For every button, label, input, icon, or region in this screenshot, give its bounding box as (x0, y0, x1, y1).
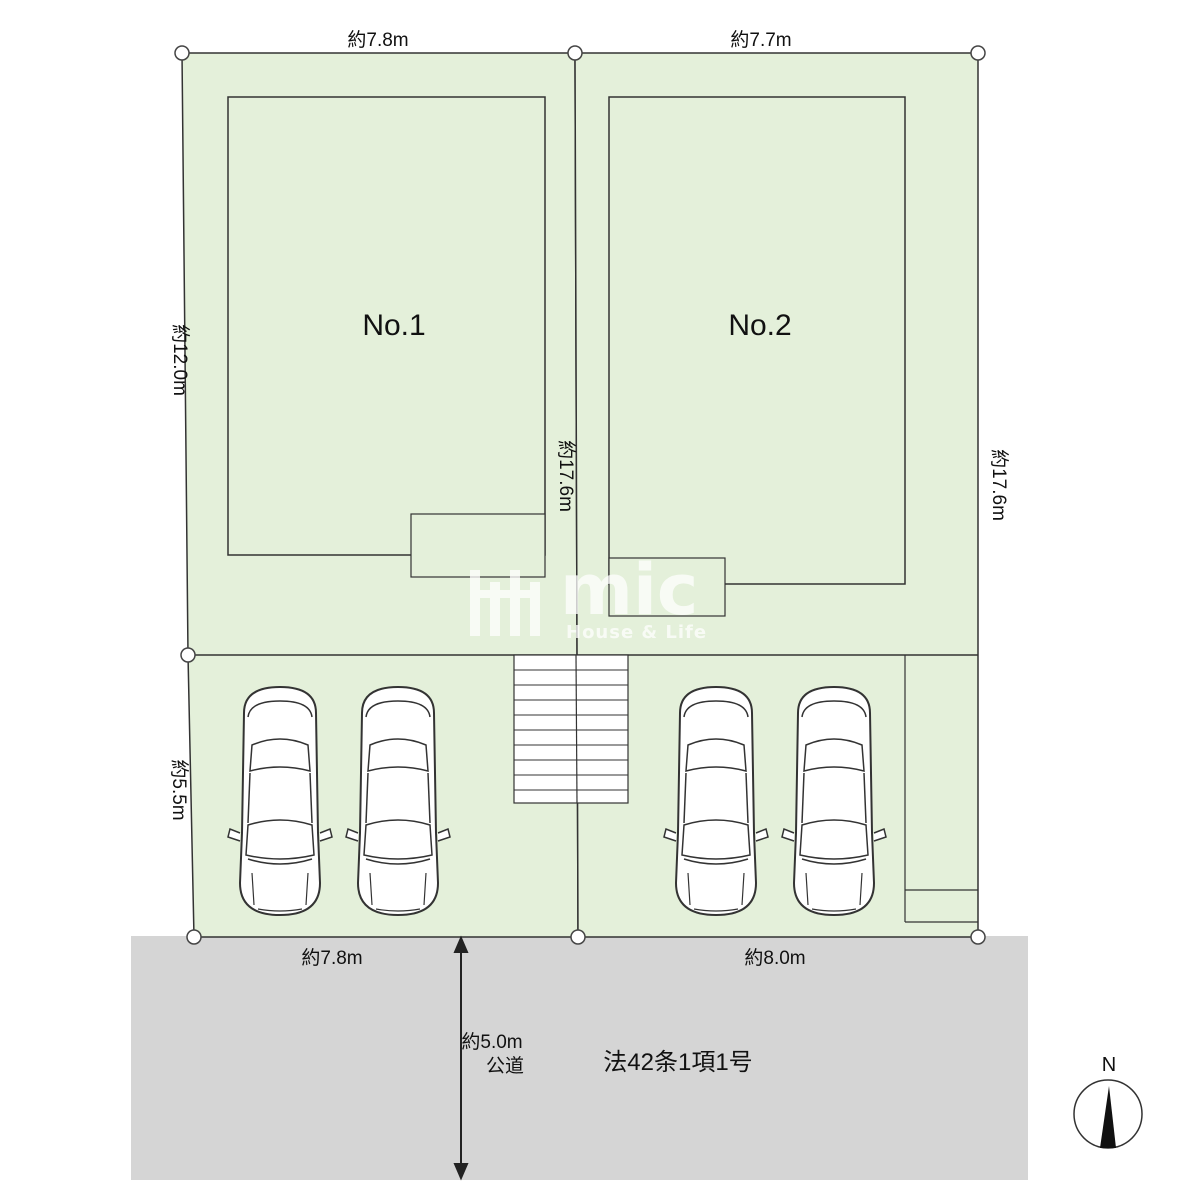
dim-left-upper: 約12.0m (169, 324, 191, 396)
car-2 (345, 686, 451, 916)
car-4 (781, 686, 887, 916)
boundary-markers (174, 45, 986, 945)
lot-label-no1: No.1 (362, 309, 425, 342)
north-arrow-icon (1100, 1086, 1116, 1148)
public-road (131, 936, 1028, 1180)
lot-no2-side-strip (904, 655, 978, 923)
road-width-arrow (453, 935, 469, 1181)
car-3 (663, 686, 769, 916)
lot-label-no2: No.2 (728, 309, 791, 342)
road-type-label: 公道 (486, 1055, 524, 1077)
watermark: mic House & Life (470, 549, 707, 643)
dim-right: 約17.6m (988, 449, 1010, 521)
dim-top-left: 約7.8m (347, 29, 408, 51)
watermark-tagline: House & Life (566, 622, 707, 643)
car-1 (227, 686, 333, 916)
house-no2-entrance (608, 557, 726, 617)
dim-bottom-left: 約7.8m (301, 947, 362, 969)
north-compass: N (1073, 1054, 1143, 1149)
dim-top-right: 約7.7m (730, 29, 791, 51)
house-no2-footprint (608, 96, 906, 585)
road-width-label: 約5.0m (461, 1031, 522, 1053)
approach-steps (513, 654, 629, 804)
dim-bottom-right: 約8.0m (744, 947, 805, 969)
road-designation: 法42条1項1号 (603, 1049, 752, 1076)
house-no1-entrance (410, 513, 546, 578)
house-no1-footprint (227, 96, 546, 556)
watermark-brand: mic (560, 549, 698, 631)
north-label: N (1102, 1054, 1116, 1076)
dim-left-lower: 約5.5m (168, 759, 190, 820)
dim-center: 約17.6m (555, 440, 577, 512)
